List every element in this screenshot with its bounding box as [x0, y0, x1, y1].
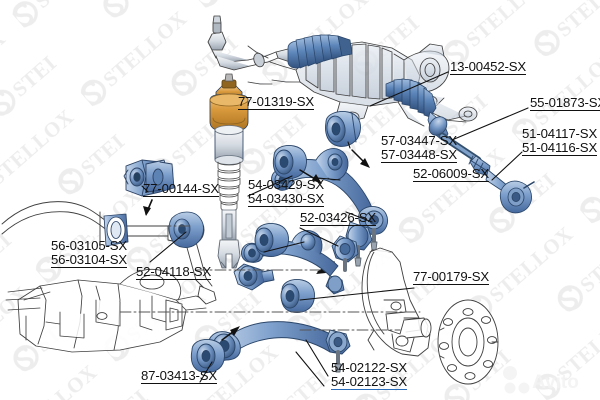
part-51-041xx-tie-rod-end [485, 169, 535, 214]
label-54-021xx-sx[interactable]: 54-02122-SX 54-02123-SX [331, 360, 408, 391]
label-77-00144-sx[interactable]: 77-00144-SX [143, 181, 220, 198]
wheel-hub-lineart [437, 299, 499, 385]
label-13-00452-sx[interactable]: 13-00452-SX [450, 59, 527, 76]
label-57-034xx-sx[interactable]: 57-03447-SX 57-03448-SX [381, 133, 458, 164]
part-52-04118-joint [233, 263, 275, 291]
label-52-03426-sx[interactable]: 52-03426-SX [300, 210, 377, 227]
label-87-03413-sx[interactable]: 87-03413-SX [141, 368, 218, 385]
label-52-06009-sx[interactable]: 52-06009-SX [413, 166, 490, 183]
label-77-00179-sx[interactable]: 77-00179-SX [413, 269, 490, 286]
label-54-034xx-sx[interactable]: 54-03429-SX 54-03430-SX [248, 177, 325, 208]
part-54-03429-bushing-right [254, 223, 289, 257]
steering-knuckle-lineart [361, 247, 432, 357]
label-56-031xx-sx[interactable]: 56-03105-SX 56-03104-SX [51, 238, 128, 269]
label-51-041xx-sx[interactable]: 51-04117-SX 51-04116-SX [522, 126, 598, 157]
part-77-01319-bushing [325, 111, 361, 147]
subframe-lineart [5, 268, 207, 353]
label-55-01873-sx[interactable]: 55-01873-SX [530, 95, 600, 112]
label-52-04118-sx[interactable]: 52-04118-SX [136, 264, 212, 281]
label-77-01319-sx[interactable]: 77-01319-SX [238, 94, 315, 111]
part-54-034xx-bushing [272, 145, 307, 179]
part-54-021xx-lower-control-arm [207, 321, 351, 373]
part-77-00179-bushing [280, 279, 315, 313]
